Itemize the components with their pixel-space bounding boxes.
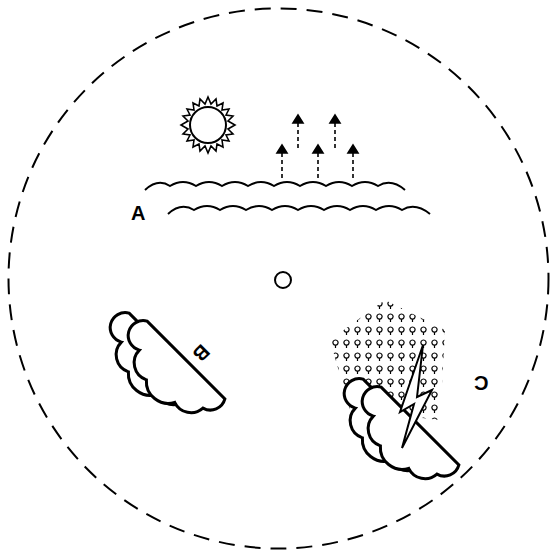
cloud-b — [89, 308, 227, 436]
evaporation-arrows — [277, 115, 358, 178]
center-dot — [275, 272, 291, 288]
lightning-bolt — [400, 345, 432, 448]
part-label: B — [189, 341, 213, 365]
sun-symbol — [181, 97, 235, 153]
boundary-circle — [9, 9, 549, 549]
cloud-c — [323, 374, 461, 502]
part-label: C — [474, 373, 488, 393]
part-label: A — [131, 203, 145, 223]
water-waves — [145, 182, 430, 214]
